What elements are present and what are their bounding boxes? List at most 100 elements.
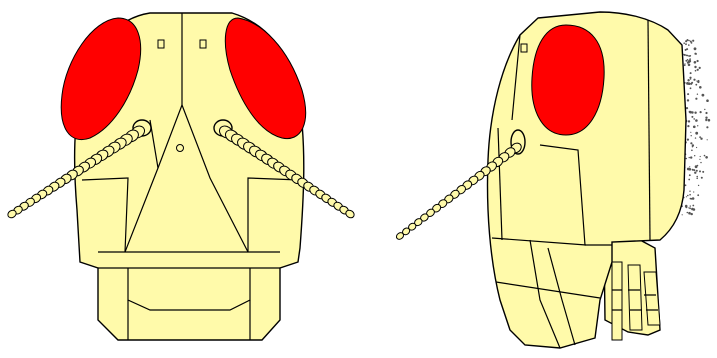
stipple-dot <box>683 42 685 44</box>
stipple-dot <box>690 79 691 80</box>
side-view <box>395 12 710 348</box>
stipple-dot <box>692 40 694 42</box>
stipple-dot <box>700 138 702 140</box>
stipple-dot <box>689 174 691 176</box>
stipple-dot <box>695 137 696 138</box>
stipple-dot <box>694 155 695 156</box>
stipple-dot <box>687 55 688 56</box>
stipple-dot <box>691 116 693 118</box>
side-ocellus <box>521 44 527 52</box>
stipple-dot <box>693 209 695 211</box>
stipple-dot <box>690 142 692 144</box>
stipple-dot <box>693 126 695 128</box>
stipple-dot <box>695 165 698 168</box>
stipple-dot <box>689 213 690 214</box>
stipple-dot <box>692 146 693 147</box>
stipple-dot <box>695 132 698 135</box>
stipple-dot <box>687 93 689 95</box>
stipple-dot <box>697 60 699 62</box>
stipple-dot <box>684 64 686 66</box>
stipple-dot <box>695 84 697 86</box>
stipple-dot <box>705 156 708 159</box>
stipple-dot <box>691 135 692 136</box>
stipple-dot <box>689 166 690 167</box>
stipple-dot <box>699 67 701 69</box>
stipple-dot <box>690 132 691 133</box>
stipple-dot <box>685 49 687 51</box>
stipple-dot <box>696 170 698 172</box>
stipple-dot <box>687 139 689 141</box>
stipple-dot <box>695 53 697 55</box>
stipple-dot <box>689 77 691 79</box>
stipple-dot <box>705 112 707 114</box>
stipple-dot <box>695 98 697 100</box>
stipple-dot <box>702 171 704 173</box>
stipple-dot <box>697 125 698 126</box>
stipple-dot <box>705 117 707 119</box>
stipple-dot <box>692 197 695 200</box>
side-palp-1 <box>612 262 622 340</box>
stipple-dot <box>690 205 691 206</box>
stipple-dot <box>699 86 702 89</box>
stipple-dot <box>700 111 702 113</box>
stipple-dot <box>688 64 691 67</box>
stipple-dot <box>698 185 699 186</box>
stipple-dot <box>685 184 687 186</box>
stipple-dot <box>688 79 690 81</box>
stipple-dot <box>687 39 689 41</box>
stipple-dot <box>704 155 706 157</box>
stipple-dot <box>697 69 699 71</box>
stipple-dot <box>690 72 692 74</box>
stipple-dot <box>689 157 690 158</box>
stipple-dot <box>699 136 701 138</box>
stipple-dot <box>686 196 687 197</box>
stipple-dot <box>688 179 690 181</box>
stipple-dot <box>689 207 691 209</box>
stipple-dot <box>687 195 689 197</box>
stipple-dot <box>694 66 696 68</box>
stipple-dot <box>690 87 692 89</box>
stipple-dot <box>702 94 705 97</box>
stipple-dot <box>696 178 698 180</box>
stipple-dot <box>697 194 699 196</box>
stipple-dot <box>688 120 690 122</box>
stipple-dot <box>689 58 691 60</box>
stipple-dot <box>685 205 688 208</box>
stipple-dot <box>691 213 693 215</box>
stipple-dot <box>693 118 695 120</box>
stipple-dot <box>700 156 701 157</box>
stipple-dot <box>706 126 708 128</box>
stipple-dot <box>690 83 692 85</box>
stipple-dot <box>696 176 698 178</box>
stipple-dot <box>687 212 689 214</box>
stipple-dot <box>690 156 692 158</box>
stipple-dot <box>687 125 689 127</box>
stipple-dot <box>706 99 709 102</box>
stipple-dot <box>691 111 693 113</box>
stipple-dot <box>694 172 696 174</box>
stipple-dot <box>691 150 693 152</box>
stipple-dot <box>700 162 701 163</box>
stipple-dot <box>689 194 691 196</box>
stipple-dot <box>707 139 708 140</box>
stipple-dot <box>687 99 689 101</box>
stipple-dot <box>686 107 688 109</box>
stipple-dot <box>692 205 694 207</box>
stipple-dot <box>689 56 690 57</box>
stipple-dot <box>699 159 700 160</box>
stipple-dot <box>704 109 705 110</box>
stipple-dot <box>708 119 711 122</box>
stipple-dot <box>694 47 697 50</box>
side-eye <box>532 25 604 135</box>
stipple-dot <box>695 119 698 122</box>
stipple-dot <box>697 94 698 95</box>
stipple-dot <box>701 177 703 179</box>
stipple-dot <box>688 44 690 46</box>
stipple-dot <box>694 112 696 114</box>
stipple-dot <box>694 61 697 64</box>
stipple-dot <box>689 168 692 171</box>
front-ocellus-right <box>200 40 206 48</box>
stipple-dot <box>691 42 693 44</box>
